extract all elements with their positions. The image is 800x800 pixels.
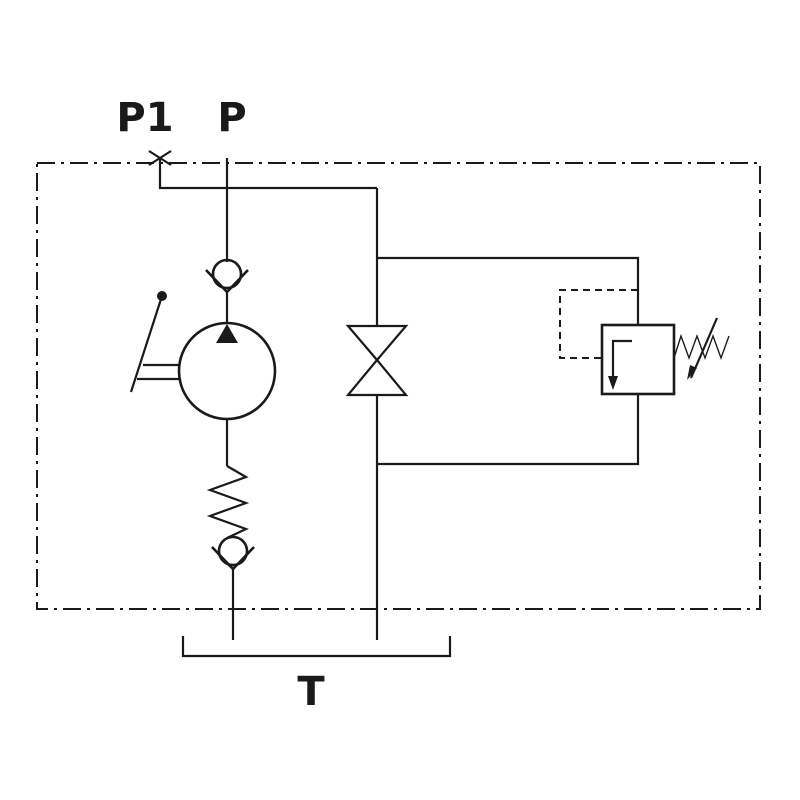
adjustment-spring-icon — [673, 317, 730, 380]
outlet-check-valve-icon — [205, 258, 249, 294]
shutoff-valve-icon — [345, 324, 409, 397]
p1-line — [158, 158, 377, 190]
inlet-check-valve-icon — [211, 535, 255, 571]
relief-upper-branch — [377, 256, 640, 325]
tank-reservoir-icon — [181, 636, 452, 658]
pump-lever-icon — [129, 291, 179, 393]
pressure-relief-valve-icon — [559, 289, 676, 396]
relief-lower-branch — [377, 394, 640, 466]
hand-pump-icon — [177, 321, 277, 421]
port-label-p: P — [217, 95, 246, 141]
assembly-boundary — [36, 162, 761, 610]
check-spring-icon — [206, 465, 250, 539]
port-label-p1: P1 — [116, 95, 173, 141]
port-label-t: T — [297, 669, 325, 715]
